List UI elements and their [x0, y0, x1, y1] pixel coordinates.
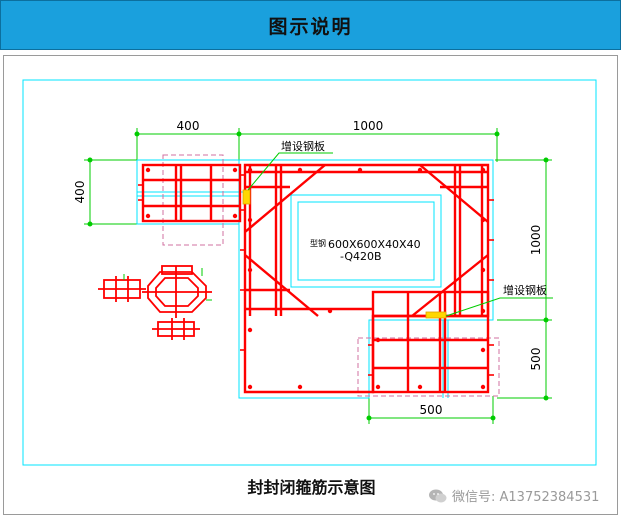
detail-dimension-ticks — [123, 268, 212, 301]
header-title: 图示说明 — [268, 15, 353, 38]
label-steel-spec-line2: -Q420B — [340, 250, 382, 263]
stirrup-detail-octagon — [142, 265, 212, 318]
label-steel-type: 型钢 — [310, 238, 326, 248]
dashed-outlines — [162, 154, 500, 397]
leader-lines — [247, 152, 553, 317]
stirrup-detail-rect-bottom — [152, 318, 200, 340]
dim-right-vertical-upper: 1000 — [529, 225, 543, 256]
dim-bottom: 500 — [420, 403, 443, 417]
drawing-frame — [3, 55, 618, 515]
watermark: 微信号: A13752384531 — [428, 486, 599, 505]
watermark-text: 微信号: A13752384531 — [452, 490, 600, 505]
stirrup-detail-rect-left — [98, 276, 146, 302]
dim-top-right: 1000 — [353, 119, 384, 133]
dim-right-vertical-lower: 500 — [529, 348, 543, 371]
label-steel-spec-line1: 600X600X40X40 — [328, 238, 421, 251]
added-steel-plates — [242, 189, 447, 319]
drawing-border — [22, 79, 597, 466]
dimension-lines — [84, 128, 552, 424]
dim-top-left: 400 — [177, 119, 200, 133]
header-bar: 图示说明 — [0, 0, 621, 50]
label-plate-top: 增设钢板 — [281, 139, 325, 153]
rebar-hooks — [138, 174, 494, 376]
rebar-dots — [145, 167, 486, 390]
wechat-icon — [429, 489, 447, 502]
figure-caption: 封封闭箍筋示意图 — [247, 478, 376, 497]
column-outline — [136, 159, 494, 399]
label-plate-right: 增设钢板 — [503, 283, 547, 297]
dim-left-vertical: 400 — [73, 181, 87, 204]
rebar-main — [141, 163, 490, 394]
